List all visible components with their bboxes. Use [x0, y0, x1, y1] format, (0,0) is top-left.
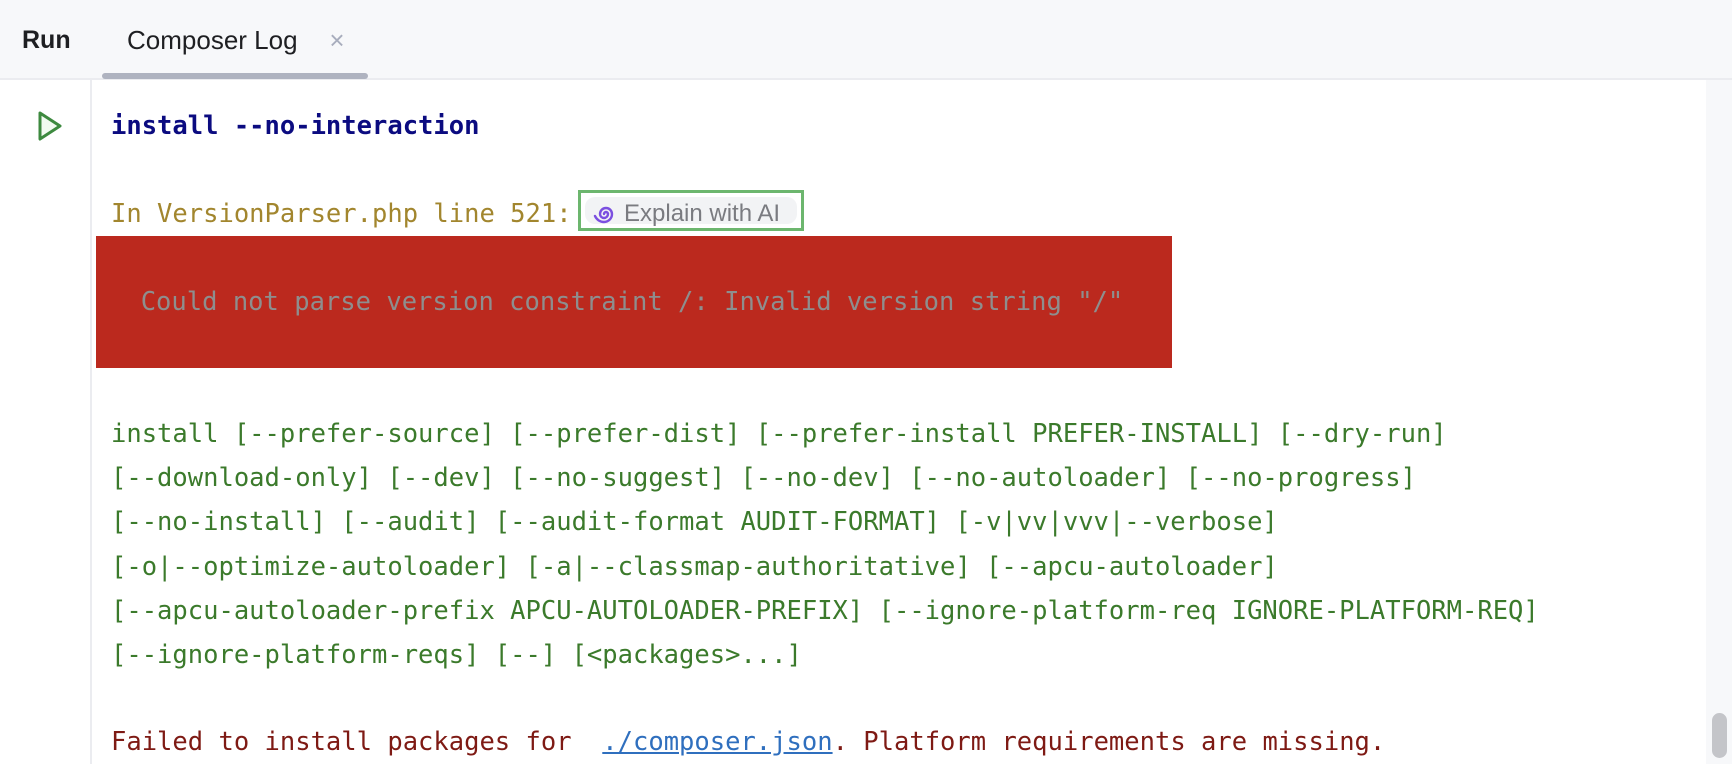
- play-icon[interactable]: [36, 110, 64, 142]
- explain-with-ai-button[interactable]: Explain with AI: [578, 190, 804, 231]
- usage-line: [--download-only] [--dev] [--no-suggest]…: [111, 463, 1416, 493]
- composer-json-link[interactable]: ./composer.json: [602, 727, 833, 757]
- tab-composer-log[interactable]: Composer Log ×: [102, 0, 368, 80]
- usage-line: [-o|--optimize-autoloader] [-a|--classma…: [111, 552, 1278, 582]
- error-message-block: Could not parse version constraint /: In…: [96, 236, 1172, 368]
- failure-message: Failed to install packages for ./compose…: [111, 720, 1385, 764]
- command-line: install --no-interaction: [111, 111, 480, 141]
- run-tool-window-title: Run: [22, 26, 71, 54]
- gutter-divider: [90, 80, 92, 764]
- vertical-scrollbar-thumb[interactable]: [1712, 713, 1727, 758]
- error-location: In VersionParser.php line 521:: [111, 199, 572, 229]
- explain-with-ai-chip[interactable]: Explain with AI: [585, 197, 797, 227]
- error-message: Could not parse version constraint /: In…: [110, 287, 1124, 317]
- failure-prefix: Failed to install packages for: [111, 727, 603, 757]
- vertical-scrollbar-track[interactable]: [1706, 80, 1732, 764]
- active-tab-indicator: [102, 73, 368, 79]
- usage-line: install [--prefer-source] [--prefer-dist…: [111, 419, 1447, 449]
- usage-line: [--ignore-platform-reqs] [--] [<packages…: [111, 640, 802, 670]
- close-tab-icon[interactable]: ×: [329, 25, 345, 55]
- console-gutter: [0, 80, 90, 764]
- explain-with-ai-label: Explain with AI: [624, 200, 781, 227]
- usage-line: [--apcu-autoloader-prefix APCU-AUTOLOADE…: [111, 596, 1539, 626]
- failure-suffix: . Platform requirements are missing.: [832, 727, 1386, 757]
- usage-line: [--no-install] [--audit] [--audit-format…: [111, 507, 1278, 537]
- console-output[interactable]: install --no-interaction In VersionParse…: [92, 80, 1706, 764]
- tab-composer-log-label: Composer Log: [127, 25, 298, 55]
- ai-spiral-icon: [593, 201, 619, 227]
- tool-window-tab-bar: Run Composer Log ×: [0, 0, 1732, 80]
